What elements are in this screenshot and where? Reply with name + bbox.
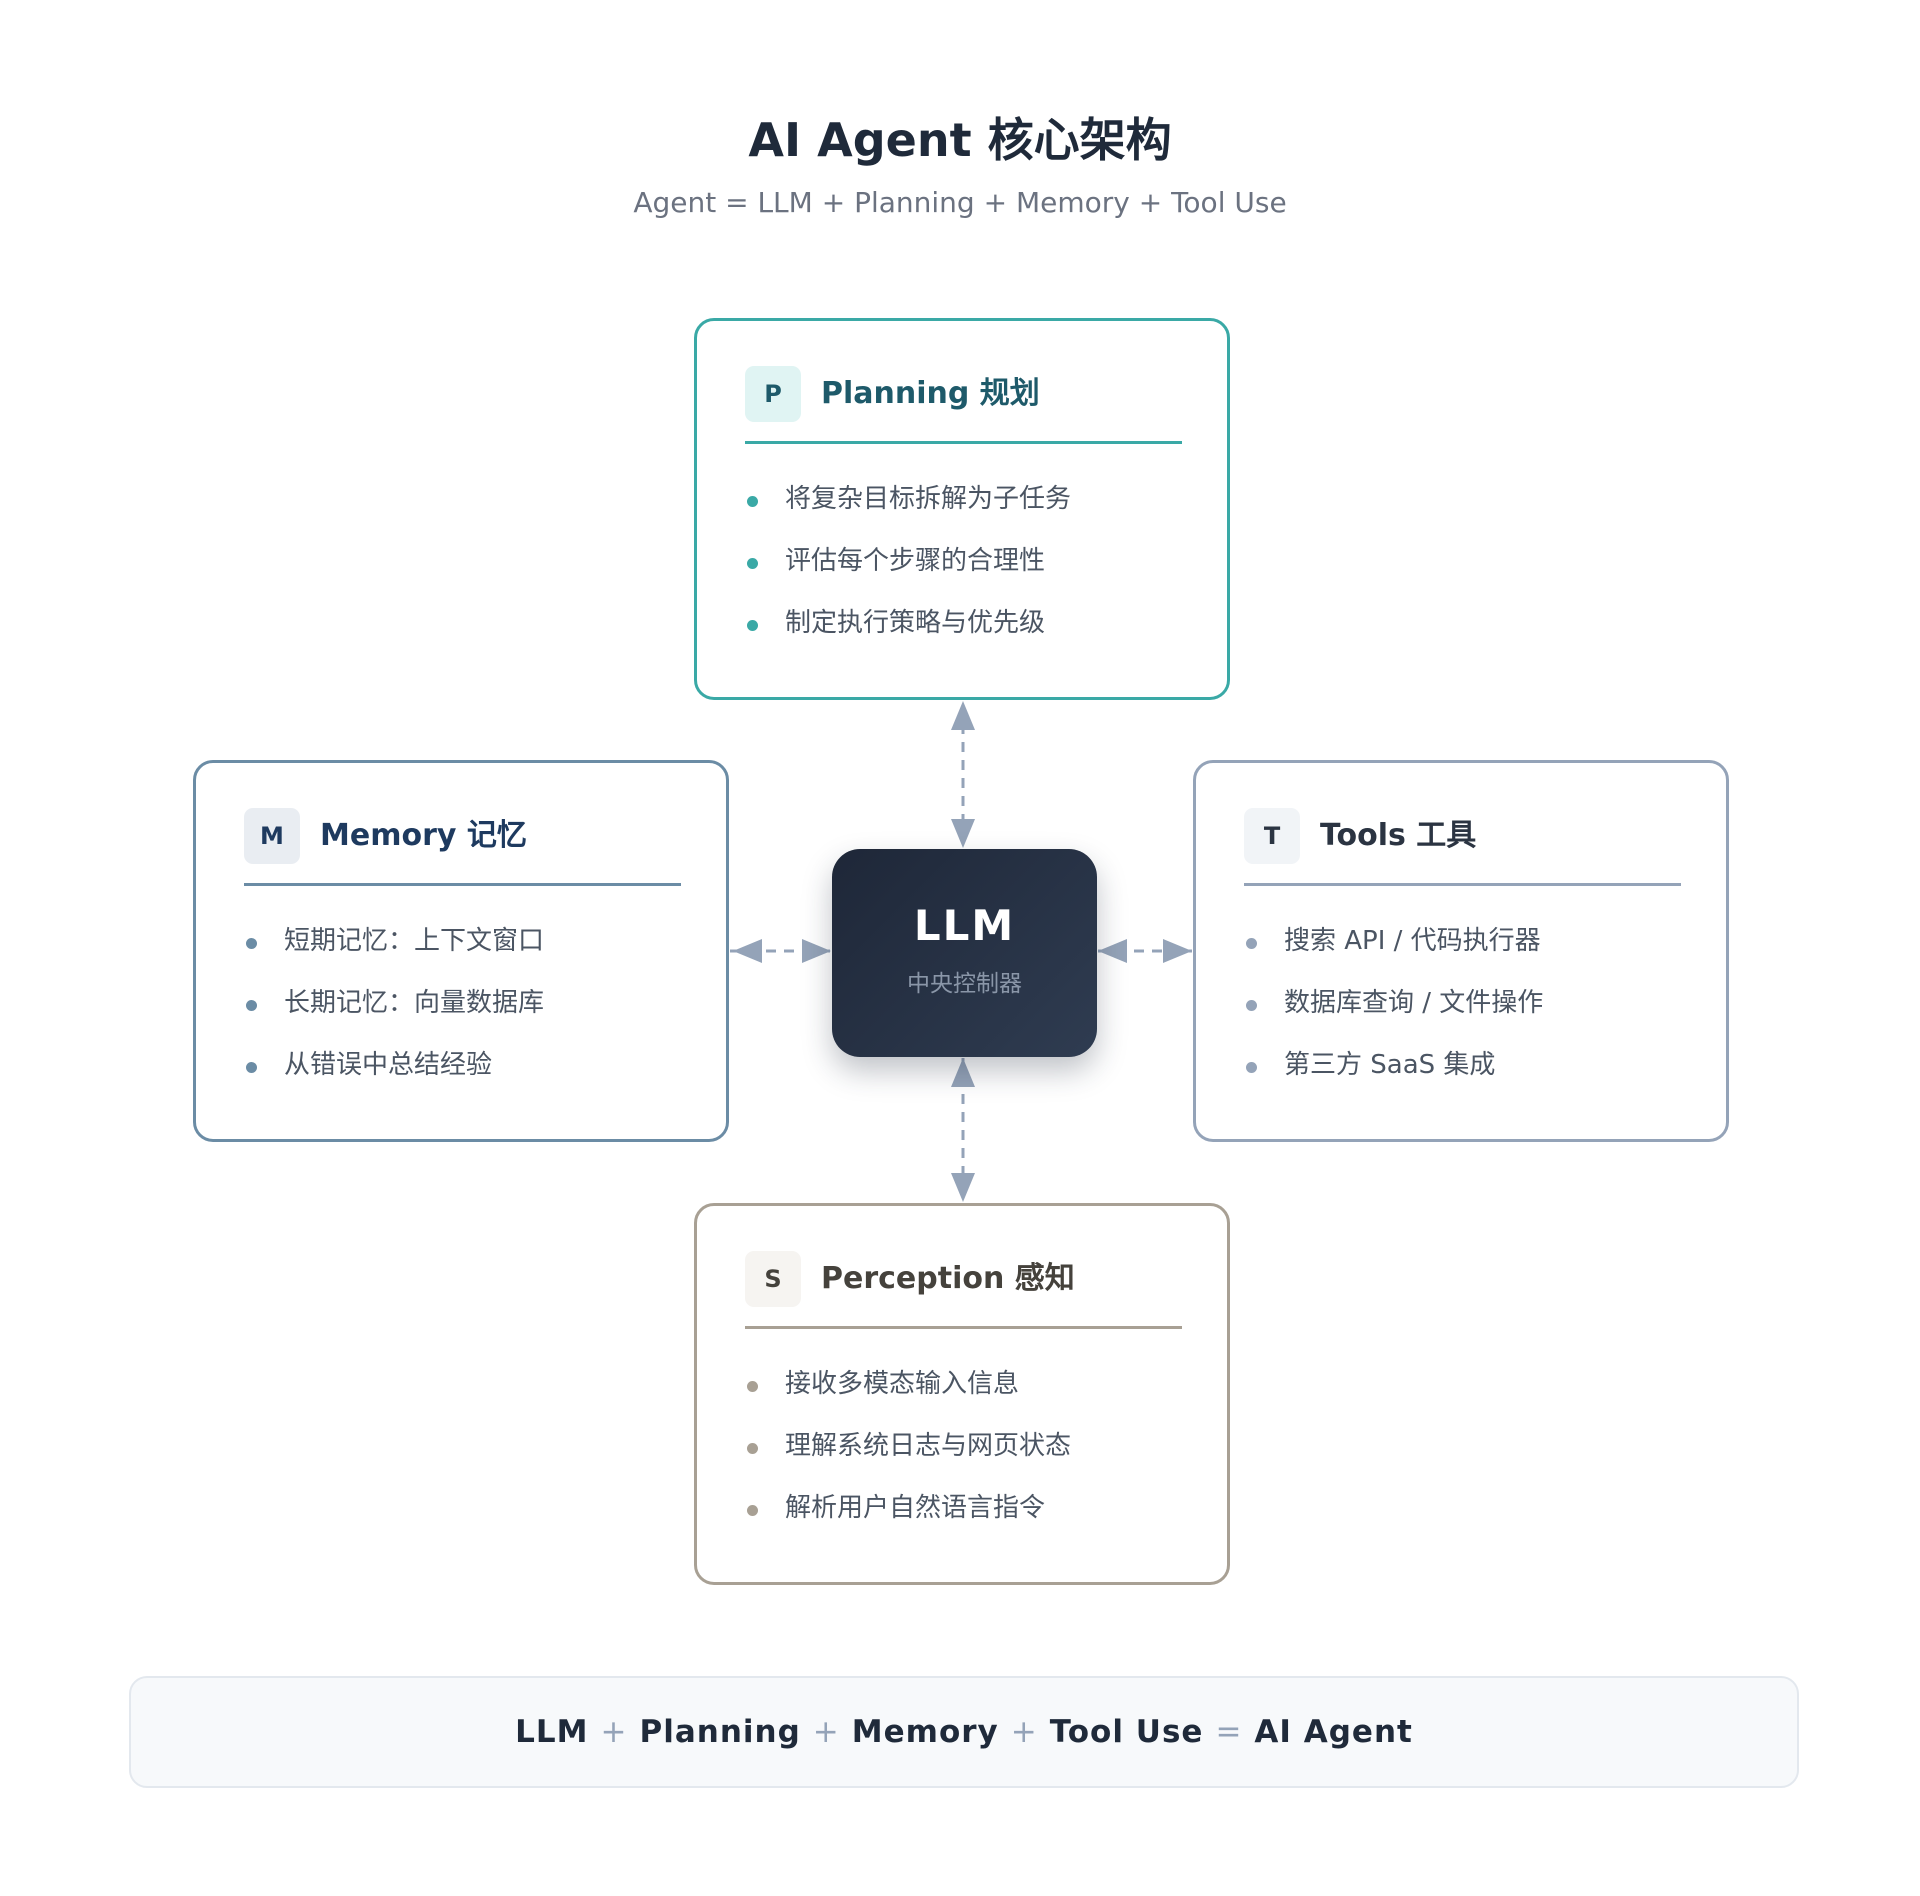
list-item-text: 解析用户自然语言指令: [785, 1493, 1046, 1523]
formula-term: Planning: [639, 1714, 801, 1750]
list-item-text: 理解系统日志与网页状态: [785, 1431, 1072, 1461]
list-item-text: 将复杂目标拆解为子任务: [785, 484, 1072, 514]
perception-badge: S: [745, 1251, 801, 1307]
arrowhead-planning-bottom: [951, 819, 975, 848]
bullet-dot: [747, 558, 758, 569]
formula-plus: +: [1010, 1714, 1038, 1750]
memory-badge: M: [244, 808, 300, 864]
memory-card: M Memory 记忆 短期记忆：上下文窗口 长期记忆：向量数据库 从错误中总结…: [193, 760, 729, 1142]
bullet-dot: [1246, 1000, 1257, 1011]
list-item-text: 第三方 SaaS 集成: [1284, 1050, 1496, 1080]
bullet-dot: [747, 620, 758, 631]
llm-subtitle: 中央控制器: [907, 971, 1022, 997]
arrowhead-perception-top: [951, 1058, 975, 1087]
llm-controller: LLM 中央控制器: [832, 849, 1097, 1057]
tools-badge: T: [1244, 808, 1300, 864]
bullet-dot: [1246, 938, 1257, 949]
arrowhead-planning-top: [951, 701, 975, 730]
page-title: AI Agent 核心架构: [748, 113, 1172, 167]
list-item: 将复杂目标拆解为子任务: [745, 481, 1071, 543]
bullet-dot: [246, 938, 257, 949]
bullet-dot: [747, 1381, 758, 1392]
tools-card: T Tools 工具 搜索 API / 代码执行器 数据库查询 / 文件操作 第…: [1193, 760, 1729, 1142]
arrowhead-perception-bottom: [951, 1173, 975, 1202]
planning-card-header: P Planning 规划: [745, 366, 1182, 444]
bullet-dot: [1246, 1062, 1257, 1073]
list-item: 制定执行策略与优先级: [745, 605, 1071, 667]
bullet-dot: [246, 1000, 257, 1011]
arrowhead-tools-left: [1098, 939, 1127, 963]
perception-card-header: S Perception 感知: [745, 1251, 1182, 1329]
bullet-dot: [747, 496, 758, 507]
list-item: 短期记忆：上下文窗口: [244, 923, 544, 985]
list-item-text: 从错误中总结经验: [284, 1050, 493, 1080]
arrowhead-memory-right: [802, 939, 831, 963]
bullet-dot: [246, 1062, 257, 1073]
formula-bar: LLM + Planning + Memory + Tool Use = AI Agent: [129, 1676, 1799, 1788]
list-item: 第三方 SaaS 集成: [1244, 1047, 1543, 1109]
tools-list: 搜索 API / 代码执行器 数据库查询 / 文件操作 第三方 SaaS 集成: [1244, 923, 1543, 1109]
list-item: 长期记忆：向量数据库: [244, 985, 544, 1047]
arrowhead-tools-right: [1163, 939, 1192, 963]
memory-list: 短期记忆：上下文窗口 长期记忆：向量数据库 从错误中总结经验: [244, 923, 544, 1109]
perception-list: 接收多模态输入信息 理解系统日志与网页状态 解析用户自然语言指令: [745, 1366, 1071, 1552]
list-item: 从错误中总结经验: [244, 1047, 544, 1109]
list-item: 解析用户自然语言指令: [745, 1490, 1071, 1552]
formula-result: AI Agent: [1254, 1714, 1413, 1750]
planning-card: P Planning 规划 将复杂目标拆解为子任务 评估每个步骤的合理性 制定执…: [694, 318, 1230, 700]
formula-plus: +: [600, 1714, 628, 1750]
llm-title: LLM: [913, 901, 1016, 950]
list-item-text: 数据库查询 / 文件操作: [1284, 988, 1544, 1018]
memory-card-header: M Memory 记忆: [244, 808, 681, 886]
bullet-dot: [747, 1505, 758, 1516]
tools-card-title: Tools 工具: [1320, 818, 1477, 853]
planning-list: 将复杂目标拆解为子任务 评估每个步骤的合理性 制定执行策略与优先级: [745, 481, 1071, 667]
memory-card-title: Memory 记忆: [320, 818, 527, 853]
formula-term: Tool Use: [1049, 1714, 1204, 1750]
planning-badge: P: [745, 366, 801, 422]
list-item: 理解系统日志与网页状态: [745, 1428, 1071, 1490]
list-item-text: 短期记忆：上下文窗口: [284, 926, 545, 956]
page-subtitle: Agent = LLM + Planning + Memory + Tool U…: [633, 186, 1287, 219]
list-item-text: 接收多模态输入信息: [785, 1369, 1020, 1399]
list-item-text: 搜索 API / 代码执行器: [1284, 926, 1541, 956]
formula-equals: =: [1215, 1714, 1243, 1750]
tools-card-header: T Tools 工具: [1244, 808, 1681, 886]
formula-plus: +: [812, 1714, 840, 1750]
list-item-text: 评估每个步骤的合理性: [785, 546, 1046, 576]
formula-term: LLM: [515, 1714, 589, 1750]
list-item: 接收多模态输入信息: [745, 1366, 1071, 1428]
list-item: 评估每个步骤的合理性: [745, 543, 1071, 605]
formula-term: Memory: [851, 1714, 999, 1750]
perception-card-title: Perception 感知: [821, 1261, 1075, 1296]
list-item: 搜索 API / 代码执行器: [1244, 923, 1543, 985]
bullet-dot: [747, 1443, 758, 1454]
arrowhead-memory-left: [733, 939, 762, 963]
list-item-text: 制定执行策略与优先级: [785, 608, 1046, 638]
list-item-text: 长期记忆：向量数据库: [284, 988, 545, 1018]
perception-card: S Perception 感知 接收多模态输入信息 理解系统日志与网页状态 解析…: [694, 1203, 1230, 1585]
list-item: 数据库查询 / 文件操作: [1244, 985, 1543, 1047]
planning-card-title: Planning 规划: [821, 376, 1040, 411]
